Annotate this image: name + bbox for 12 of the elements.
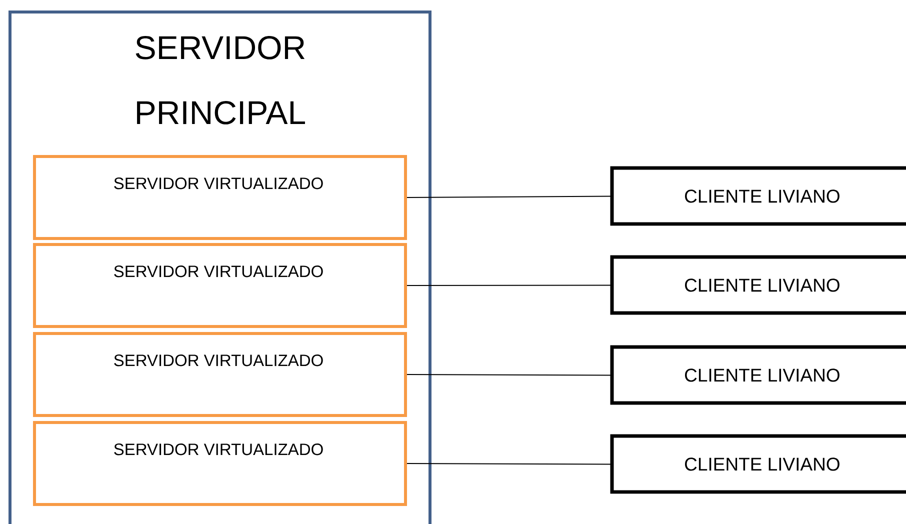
virtual-server-box: SERVIDOR VIRTUALIZADO [33,332,407,417]
connector-line [406,463,612,465]
virtual-server-box: SERVIDOR VIRTUALIZADO [33,243,407,328]
virtual-server-box: SERVIDOR VIRTUALIZADO [33,155,407,240]
client-box: CLIENTE LIVIANO [610,166,906,226]
client-box: CLIENTE LIVIANO [610,255,906,315]
connector-line [406,196,612,198]
client-box: CLIENTE LIVIANO [610,434,906,494]
virtual-server-box: SERVIDOR VIRTUALIZADO [33,421,407,506]
connector-line [406,284,612,286]
connector-line [406,374,612,376]
client-box: CLIENTE LIVIANO [610,345,906,405]
